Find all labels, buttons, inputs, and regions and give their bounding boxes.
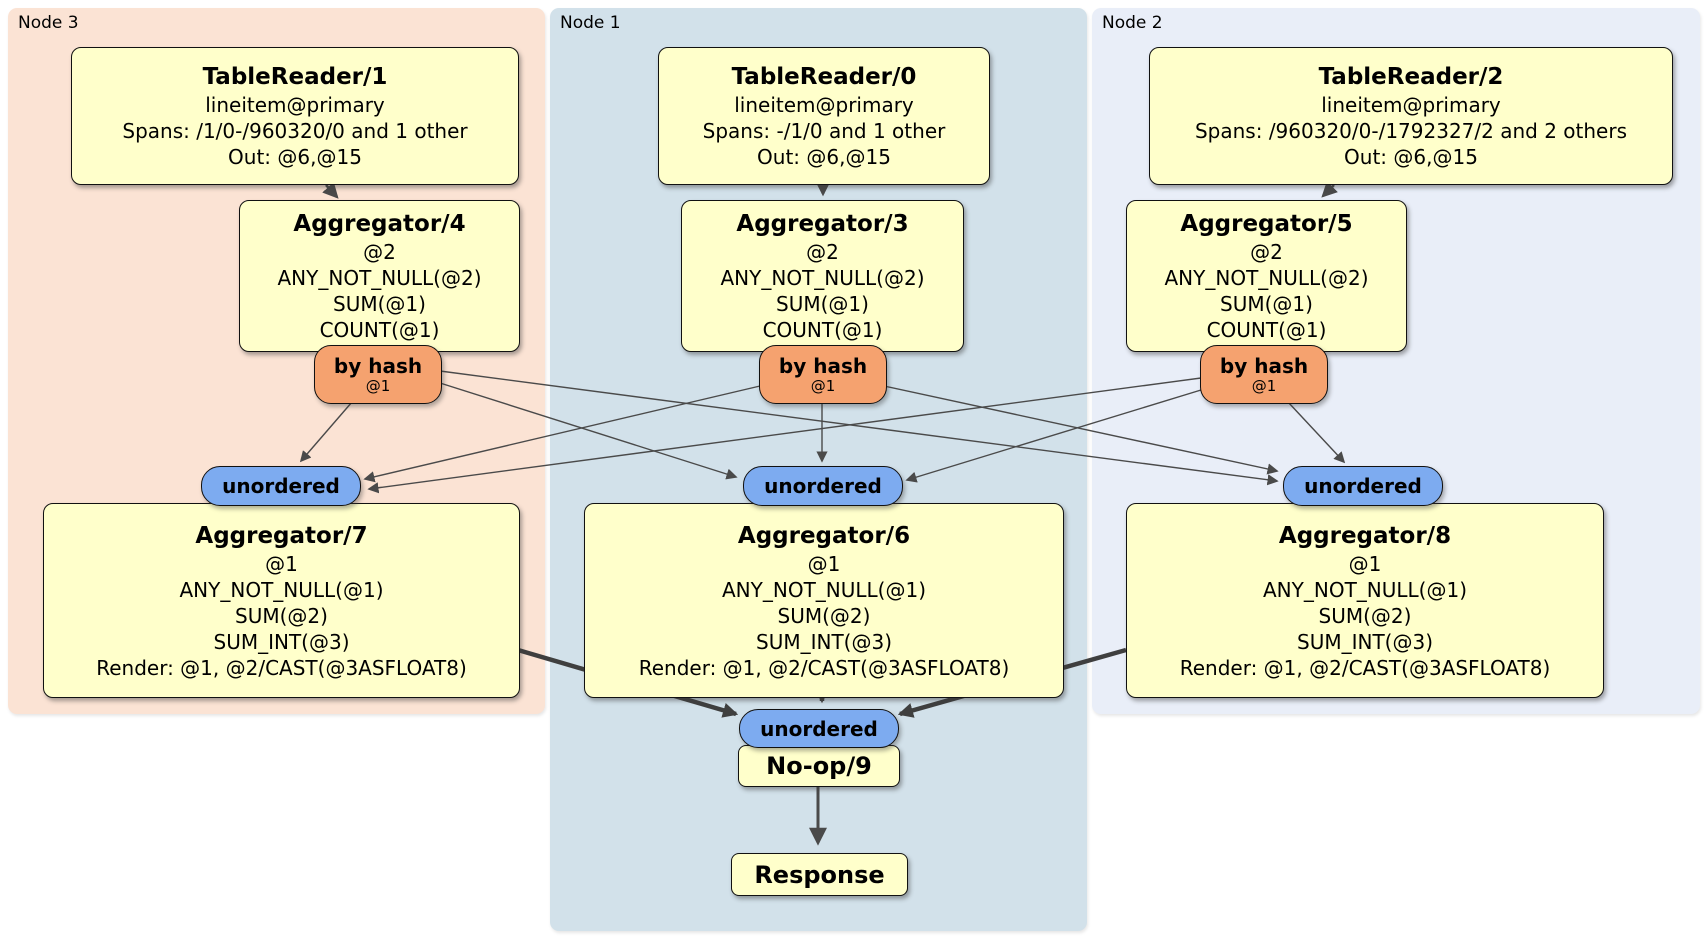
processor-detail: ANY_NOT_NULL(@2) (1164, 266, 1369, 290)
router-label: by hash (333, 353, 423, 378)
edge-hash2-un3 (367, 377, 1202, 494)
processor-detail: ANY_NOT_NULL(@1) (179, 577, 384, 602)
processor-detail: SUM(@2) (1318, 603, 1412, 628)
router-label: by hash (778, 353, 868, 378)
processor-title: Aggregator/3 (736, 211, 909, 237)
edge-hash1-un2 (883, 385, 1279, 475)
processor-detail: Out: @6,@15 (1344, 145, 1478, 169)
processor-detail: @1 (1348, 551, 1382, 576)
stream-label: unordered (764, 474, 882, 498)
processor-detail: @2 (806, 240, 839, 264)
processor-title: Aggregator/4 (293, 211, 466, 237)
processor-aggregator-5: Aggregator/5 @2 ANY_NOT_NULL(@2) SUM(@1)… (1126, 200, 1407, 352)
processor-tablereader-2: TableReader/2 lineitem@primary Spans: /9… (1149, 47, 1673, 185)
processor-detail: SUM(@2) (777, 603, 871, 628)
processor-detail: SUM(@1) (776, 292, 869, 316)
processor-detail: Spans: /960320/0-/1792327/2 and 2 others (1194, 119, 1627, 143)
processor-title: TableReader/1 (202, 64, 388, 90)
router-detail: @1 (365, 376, 391, 395)
processor-response: Response (731, 853, 908, 896)
processor-detail: lineitem@primary (734, 93, 914, 117)
processor-detail: @1 (807, 551, 841, 576)
processor-aggregator-3: Aggregator/3 @2 ANY_NOT_NULL(@2) SUM(@1)… (681, 200, 964, 352)
processor-detail: SUM(@2) (235, 603, 328, 628)
processor-detail: SUM(@1) (333, 292, 426, 316)
router-detail: @1 (810, 376, 836, 395)
processor-detail: COUNT(@1) (1206, 318, 1327, 342)
node-group-label: Node 2 (1102, 13, 1163, 33)
processor-detail: Render: @1, @2/CAST(@3ASFLOAT8) (638, 655, 1010, 680)
edge-hash2-un2 (1287, 401, 1346, 464)
stream-unordered-badge: unordered (743, 466, 903, 506)
node-group-label: Node 3 (18, 13, 79, 33)
processor-title: Aggregator/5 (1180, 211, 1353, 237)
processor-title: TableReader/0 (731, 64, 917, 90)
processor-detail: SUM_INT(@3) (1297, 629, 1433, 654)
processor-title: Aggregator/7 (195, 522, 368, 549)
processor-detail: ANY_NOT_NULL(@2) (277, 266, 482, 290)
router-detail: @1 (1251, 376, 1277, 395)
router-by-hash-badge: by hash @1 (1200, 345, 1328, 404)
edge-hash3-un2 (439, 370, 1279, 486)
processor-tablereader-1: TableReader/1 lineitem@primary Spans: /1… (71, 47, 519, 185)
processor-aggregator-7: Aggregator/7 @1 ANY_NOT_NULL(@1) SUM(@2)… (43, 503, 520, 698)
processor-detail: Spans: -/1/0 and 1 other (702, 119, 946, 143)
processor-aggregator-6: Aggregator/6 @1 ANY_NOT_NULL(@1) SUM(@2)… (584, 503, 1064, 698)
stream-unordered-badge: unordered (739, 709, 899, 748)
edge-hash3-un3 (299, 401, 353, 463)
stream-label: unordered (760, 716, 878, 741)
processor-tablereader-0: TableReader/0 lineitem@primary Spans: -/… (658, 47, 990, 185)
router-by-hash-badge: by hash @1 (759, 345, 887, 404)
processor-title: No-op/9 (766, 752, 872, 780)
processor-detail: SUM(@1) (1220, 292, 1313, 316)
stream-unordered-badge: unordered (201, 466, 361, 506)
processor-detail: Spans: /1/0-/960320/0 and 1 other (122, 119, 468, 143)
processor-detail: lineitem@primary (205, 93, 385, 117)
processor-detail: COUNT(@1) (319, 318, 440, 342)
edge-hash2-un1 (905, 389, 1202, 483)
stream-label: unordered (1304, 474, 1422, 498)
processor-detail: COUNT(@1) (762, 318, 883, 342)
node-group-label: Node 1 (560, 13, 621, 33)
processor-aggregator-8: Aggregator/8 @1 ANY_NOT_NULL(@1) SUM(@2)… (1126, 503, 1604, 698)
processor-detail: lineitem@primary (1321, 93, 1501, 117)
processor-detail: ANY_NOT_NULL(@2) (720, 266, 925, 290)
processor-title: Aggregator/6 (737, 522, 911, 549)
router-by-hash-badge: by hash @1 (314, 345, 442, 404)
processor-title: Aggregator/8 (1278, 522, 1452, 549)
processor-detail: ANY_NOT_NULL(@1) (722, 577, 926, 602)
processor-detail: SUM_INT(@3) (213, 629, 350, 654)
stream-unordered-badge: unordered (1283, 466, 1443, 506)
processor-detail: @2 (1250, 240, 1283, 264)
stream-label: unordered (222, 474, 340, 498)
processor-title: Response (754, 860, 885, 889)
router-label: by hash (1219, 353, 1309, 378)
processor-detail: Render: @1, @2/CAST(@3ASFLOAT8) (1179, 655, 1551, 680)
processor-detail: Out: @6,@15 (757, 145, 891, 169)
processor-detail: Render: @1, @2/CAST(@3ASFLOAT8) (96, 655, 467, 680)
processor-detail: Out: @6,@15 (228, 145, 362, 169)
processor-detail: @2 (363, 240, 396, 264)
edge-tr2-agg5 (1321, 181, 1338, 198)
edge-hash1-un3 (363, 385, 761, 483)
processor-detail: @1 (265, 551, 298, 576)
edge-hash3-un1 (439, 382, 738, 480)
processor-aggregator-4: Aggregator/4 @2 ANY_NOT_NULL(@2) SUM(@1)… (239, 200, 520, 352)
processor-detail: ANY_NOT_NULL(@1) (1263, 577, 1467, 602)
processor-detail: SUM_INT(@3) (756, 629, 892, 654)
edge-tr1-agg4 (322, 181, 339, 199)
processor-title: TableReader/2 (1318, 64, 1504, 90)
processor-noop-9: No-op/9 (738, 745, 900, 787)
